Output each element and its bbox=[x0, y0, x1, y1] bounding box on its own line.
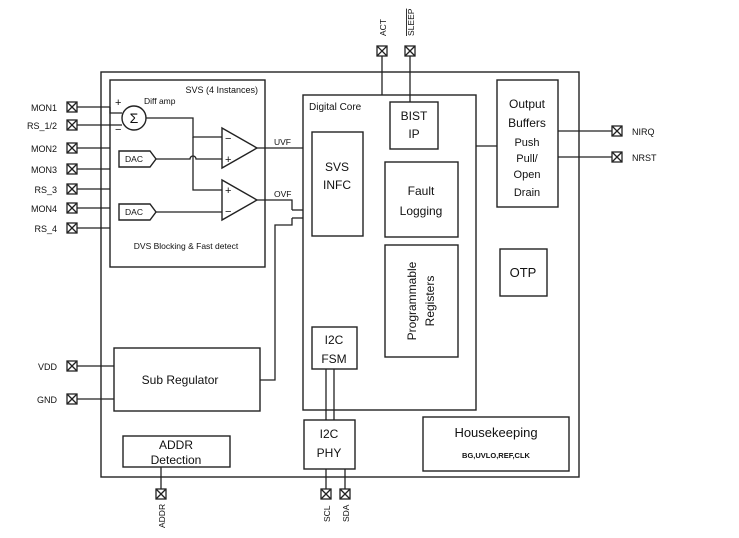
left-pins: MON1 RS_1/2 MON2 MON3 RS_3 MON4 bbox=[27, 101, 122, 405]
right-pins: NIRQ NRST bbox=[558, 125, 657, 163]
pin-vdd-label: VDD bbox=[38, 362, 58, 372]
sigma-label: Σ bbox=[130, 110, 139, 126]
addr-detection-line2: Detection bbox=[151, 453, 202, 467]
digital-core: Digital Core SVS INFC BIST IP Fault Logg… bbox=[302, 94, 477, 411]
pin-rs-3: RS_3 bbox=[34, 183, 110, 195]
housekeeping-title: Housekeeping bbox=[454, 425, 537, 440]
pin-act-label: ACT bbox=[378, 19, 388, 36]
svs-infc-line2: INFC bbox=[323, 178, 351, 192]
output-buffers-line2: Buffers bbox=[508, 116, 546, 130]
bist-ip-box bbox=[389, 101, 439, 150]
pin-rs-3-label: RS_3 bbox=[34, 185, 57, 195]
pin-nrst-label: NRST bbox=[632, 153, 657, 163]
comparator-uv bbox=[221, 126, 259, 170]
top-pins: ACT SLEEP bbox=[376, 8, 416, 102]
i2c-fsm-line2: FSM bbox=[321, 352, 346, 366]
i2c-fsm-line1: I2C bbox=[325, 333, 344, 347]
dac-1-label: DAC bbox=[125, 154, 143, 164]
summer-plus-sign: + bbox=[115, 97, 121, 109]
i2c-phy-line1: I2C bbox=[320, 427, 339, 441]
svs-wires: UVF OVF bbox=[146, 117, 303, 381]
bottom-pins: ADDR SCL SDA bbox=[155, 467, 351, 528]
output-buffers-line6: Drain bbox=[514, 187, 540, 199]
pin-scl-label: SCL bbox=[322, 505, 332, 522]
dac-1 bbox=[118, 150, 157, 168]
pin-sleep-label: SLEEP bbox=[406, 8, 416, 36]
svs-title: SVS (4 Instances) bbox=[185, 85, 258, 95]
pin-rs-1-2: RS_1/2 bbox=[27, 119, 122, 131]
otp-box bbox=[499, 248, 548, 297]
pin-sda-label: SDA bbox=[341, 504, 351, 522]
pin-vdd: VDD bbox=[38, 360, 114, 372]
comparator-uv-minus: − bbox=[225, 133, 231, 145]
ovf-label: OVF bbox=[274, 189, 291, 199]
fault-line2: Logging bbox=[400, 204, 443, 218]
bist-line1: BIST bbox=[401, 109, 428, 123]
pin-mon2-label: MON2 bbox=[31, 144, 57, 154]
comparator-ov-plus: + bbox=[225, 185, 231, 197]
programmable-registers-box bbox=[384, 244, 459, 358]
output-buffers-line4: Pull/ bbox=[516, 153, 538, 165]
summer-minus-sign: − bbox=[115, 124, 121, 136]
output-buffers-line1: Output bbox=[509, 97, 546, 111]
sub-regulator-box bbox=[113, 347, 261, 412]
dac-2 bbox=[118, 203, 157, 221]
prog-regs-line2: Registers bbox=[423, 276, 437, 327]
comparator-ov bbox=[221, 178, 259, 222]
comparator-uv-plus: + bbox=[225, 154, 231, 166]
fsm-phy-bus bbox=[325, 369, 335, 420]
output-buffers-line3: Push bbox=[514, 137, 539, 149]
pin-gnd-label: GND bbox=[37, 395, 58, 405]
pin-nirq-label: NIRQ bbox=[632, 127, 655, 137]
svs-infc-line1: SVS bbox=[325, 160, 349, 174]
pin-gnd: GND bbox=[37, 393, 114, 405]
otp-label: OTP bbox=[510, 265, 537, 280]
housekeeping-box bbox=[422, 416, 570, 472]
svs-infc-box bbox=[311, 131, 364, 237]
output-buffers-box bbox=[496, 79, 559, 208]
pin-mon3: MON3 bbox=[31, 163, 110, 175]
diff-amp-label: Diff amp bbox=[144, 96, 176, 106]
fault-logging-box bbox=[384, 161, 459, 238]
i2c-fsm-box bbox=[311, 326, 358, 370]
pin-mon1: MON1 bbox=[31, 101, 122, 114]
pin-rs-4: RS_4 bbox=[34, 222, 110, 234]
svs-footer: DVS Blocking & Fast detect bbox=[134, 241, 239, 251]
pin-rs-4-label: RS_4 bbox=[34, 224, 57, 234]
uvf-label: UVF bbox=[274, 137, 291, 147]
pin-mon1-label: MON1 bbox=[31, 103, 57, 113]
housekeeping-subtitle: BG,UVLO,REF,CLK bbox=[462, 451, 531, 460]
i2c-phy-box bbox=[303, 419, 356, 470]
pin-rs-1-2-label: RS_1/2 bbox=[27, 121, 57, 131]
pin-mon3-label: MON3 bbox=[31, 165, 57, 175]
prog-regs-line1: Programmable bbox=[405, 261, 419, 340]
digital-core-title: Digital Core bbox=[309, 102, 362, 113]
pin-mon4-label: MON4 bbox=[31, 204, 57, 214]
sub-regulator-label: Sub Regulator bbox=[142, 373, 219, 387]
pin-addr-label: ADDR bbox=[157, 504, 167, 528]
comparator-ov-minus: − bbox=[225, 206, 231, 218]
dac-2-label: DAC bbox=[125, 207, 143, 217]
pin-mon4: MON4 bbox=[31, 202, 110, 214]
addr-detection-box bbox=[122, 435, 231, 468]
addr-detection-line1: ADDR bbox=[159, 438, 193, 452]
output-buffers-line5: Open bbox=[514, 169, 541, 181]
svs-block: SVS (4 Instances) Σ + − Diff amp DAC DAC… bbox=[109, 79, 266, 268]
bist-line2: IP bbox=[408, 127, 419, 141]
output-buffers: Output Buffers Push Pull/ Open Drain bbox=[496, 79, 559, 208]
pin-mon2: MON2 bbox=[31, 142, 110, 154]
i2c-phy-line2: PHY bbox=[317, 446, 342, 460]
fault-line1: Fault bbox=[408, 184, 435, 198]
